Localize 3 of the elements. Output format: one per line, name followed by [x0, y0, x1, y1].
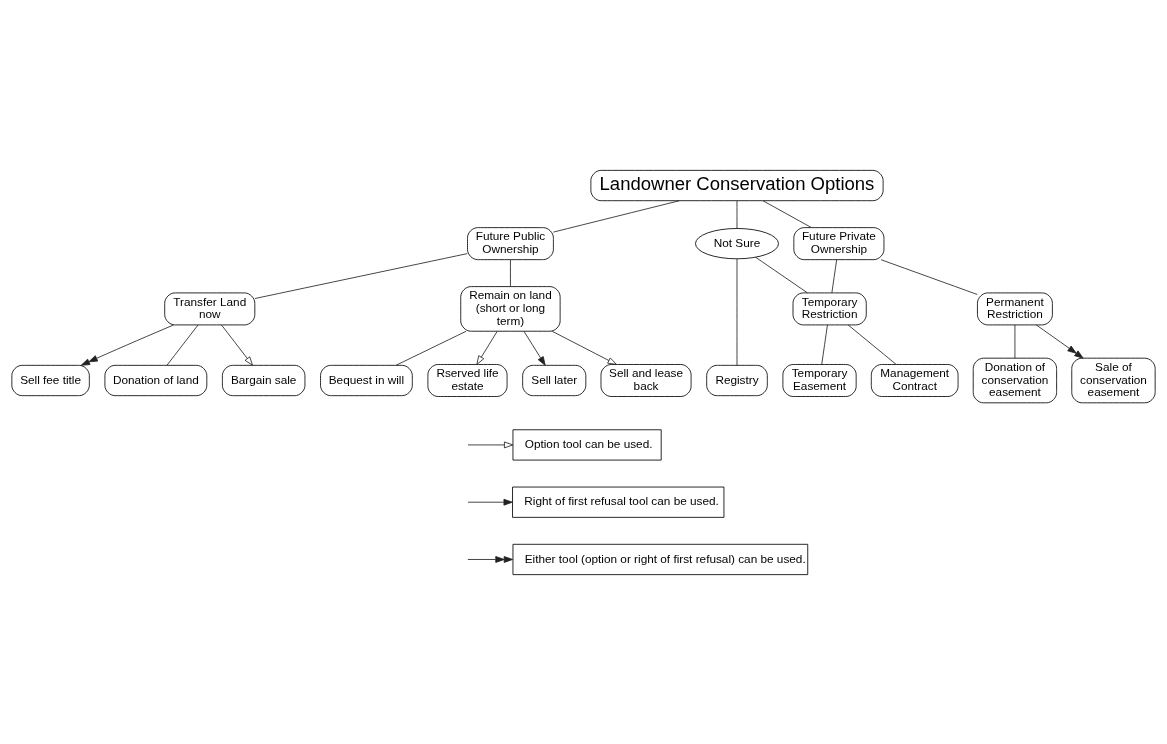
legend-label: Either tool (option or right of first refusal) can be used.: [524, 551, 806, 565]
legend-label: Right of first refusal tool can be used.: [524, 493, 719, 507]
legend-label: Option tool can be used.: [524, 436, 653, 450]
